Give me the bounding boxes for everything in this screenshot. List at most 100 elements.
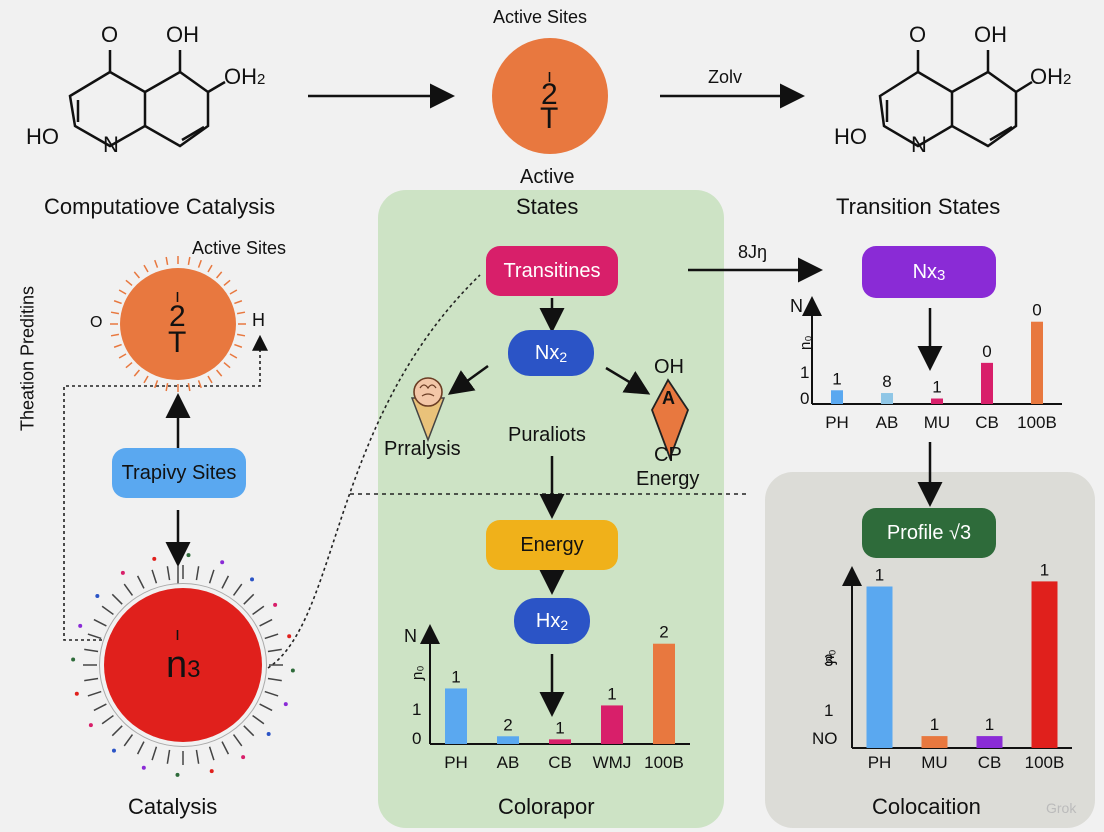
bar bbox=[921, 736, 948, 748]
energy-box[interactable]: Energy bbox=[486, 520, 618, 570]
y-tick-label: 1 bbox=[800, 363, 809, 382]
ray bbox=[223, 361, 231, 369]
bar bbox=[601, 705, 623, 744]
ray bbox=[259, 703, 273, 712]
mol-right-ho: HO bbox=[834, 124, 867, 149]
ray bbox=[113, 343, 122, 348]
top-center-node-tick: ı bbox=[547, 66, 553, 86]
big-red-node[interactable] bbox=[104, 588, 262, 742]
y-tick-label: 0 bbox=[800, 389, 809, 408]
trapivy-sites-box[interactable]: Trapivy Sites bbox=[112, 448, 246, 498]
data-label: 0 bbox=[982, 342, 991, 361]
ray bbox=[264, 690, 279, 697]
y-axis-text: ɲ₀ bbox=[409, 665, 426, 681]
ray bbox=[154, 380, 159, 389]
bar bbox=[866, 586, 893, 748]
data-label: 1 bbox=[607, 684, 616, 703]
left-o-label: O bbox=[90, 314, 103, 331]
ray bbox=[101, 714, 114, 725]
ray-dot bbox=[78, 623, 83, 628]
ray bbox=[113, 300, 122, 305]
profile-box[interactable]: Profile √3 bbox=[862, 508, 996, 558]
bar bbox=[976, 736, 1003, 748]
data-label: 8 bbox=[882, 372, 891, 391]
ray bbox=[143, 375, 149, 384]
right-arrow-label: 8Jŋ bbox=[738, 242, 768, 262]
y-tick-label: NO bbox=[812, 729, 838, 748]
mol-left-oh2: OH2 bbox=[224, 64, 266, 89]
puraliots-label: Puraliots bbox=[508, 424, 586, 446]
arrow-mid-right bbox=[605, 366, 651, 395]
ray-dot bbox=[287, 634, 292, 639]
data-label: 2 bbox=[503, 715, 512, 734]
ray bbox=[93, 703, 107, 712]
x-tick-label: PH bbox=[868, 753, 892, 772]
ray bbox=[187, 382, 191, 392]
ray-dot bbox=[186, 553, 191, 558]
ray-dot bbox=[209, 769, 214, 774]
cone-a-label: A bbox=[662, 388, 675, 408]
x-tick-label: 100B bbox=[1025, 753, 1065, 772]
ray bbox=[197, 259, 202, 268]
x-tick-label: 100B bbox=[1017, 413, 1057, 432]
data-label: 1 bbox=[875, 566, 884, 585]
ray-dot bbox=[71, 657, 76, 662]
x-tick-label: CB bbox=[548, 753, 572, 772]
ray-dot bbox=[111, 748, 116, 753]
y-axis-text: ɲ₀ bbox=[821, 649, 838, 665]
left-node-sub: T bbox=[168, 326, 187, 359]
top-center-node[interactable] bbox=[492, 38, 608, 154]
x-tick-label: PH bbox=[825, 413, 849, 432]
ray bbox=[87, 633, 102, 640]
ray bbox=[154, 259, 159, 268]
ray bbox=[252, 714, 265, 725]
top-center-node-sub: T bbox=[540, 102, 559, 135]
ray bbox=[215, 271, 223, 279]
data-label: 1 bbox=[555, 718, 564, 737]
ray bbox=[229, 289, 238, 295]
bar bbox=[445, 688, 467, 744]
ray-dot bbox=[241, 755, 246, 760]
y-tick-label: 0 bbox=[412, 729, 421, 748]
ray bbox=[136, 575, 145, 589]
ray bbox=[84, 677, 99, 682]
ray bbox=[223, 279, 231, 287]
data-label: 1 bbox=[1040, 560, 1049, 579]
bar bbox=[1031, 581, 1058, 748]
ray-dot bbox=[74, 691, 79, 696]
ray bbox=[110, 311, 120, 315]
bar bbox=[1031, 321, 1043, 404]
ray bbox=[151, 569, 158, 584]
y-tick-label: 1 bbox=[412, 700, 421, 719]
ray-dot bbox=[266, 732, 271, 737]
big-node-tick: ı bbox=[175, 624, 181, 644]
data-label: 1 bbox=[930, 715, 939, 734]
ray bbox=[187, 256, 191, 266]
ray bbox=[267, 648, 282, 653]
left-active-node[interactable] bbox=[120, 268, 236, 380]
dotted-loop-left bbox=[63, 334, 268, 641]
bar bbox=[549, 739, 571, 744]
transitines-box[interactable]: Transitines bbox=[486, 246, 618, 296]
ray-dot bbox=[273, 602, 278, 607]
ray bbox=[236, 333, 246, 337]
watermark: Grok bbox=[1046, 800, 1077, 816]
bar bbox=[931, 398, 943, 404]
mol-left-oh: OH bbox=[166, 22, 199, 47]
ray bbox=[197, 380, 202, 389]
x-tick-label: AB bbox=[497, 753, 520, 772]
ray bbox=[264, 633, 279, 640]
x-tick-label: CB bbox=[975, 413, 999, 432]
ray bbox=[125, 361, 133, 369]
prralysis-label: Prralysis bbox=[384, 438, 461, 460]
molecule-right-structure bbox=[878, 50, 1033, 148]
ray bbox=[243, 593, 255, 605]
left-active-sites: Active Sites bbox=[192, 238, 287, 258]
ray-dot bbox=[283, 702, 288, 707]
